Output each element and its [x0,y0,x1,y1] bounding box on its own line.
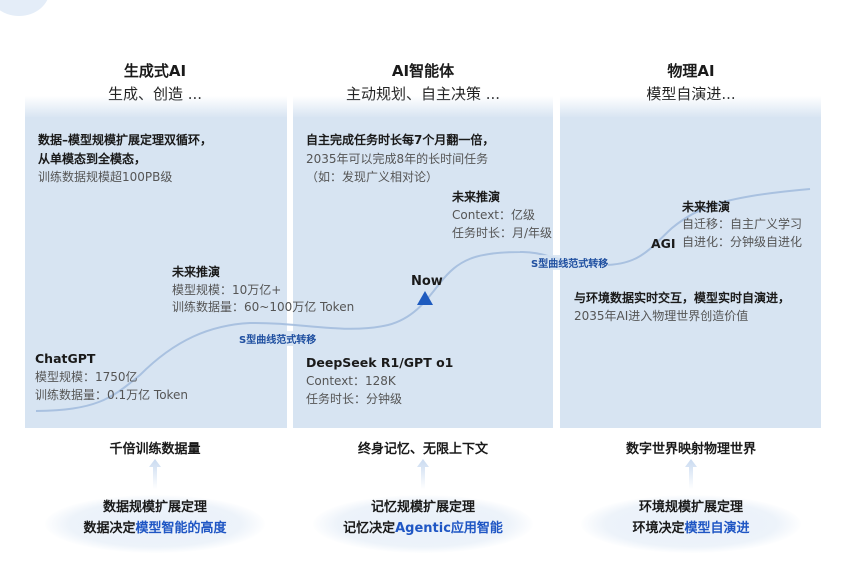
panel-fade [293,96,553,118]
scaling-law-data: 数据规模扩展定理 数据决定模型智能的高度 [20,497,290,539]
up-arrow-icon [149,459,161,489]
law-title: 环境规模扩展定理 [638,500,743,515]
milestone-line: 模型规模：1750亿 [35,370,138,384]
up-arrow-icon [685,459,697,489]
now-marker-icon [417,291,433,305]
s-curve-line [35,188,811,412]
panel-physical [560,117,821,428]
now-label: Now [411,274,443,289]
milestone-title: DeepSeek R1/GPT o1 [306,355,454,370]
panel-agent [293,117,553,428]
forecast-line: Context：亿级 [452,208,536,222]
forecast-line: 任务时长：月/年级 [452,226,553,240]
scaling-law-memory: 记忆规模扩展定理 记忆决定Agentic应用智能 [288,497,558,539]
transition-label: S型曲线范式转移 [239,331,317,346]
panel-fade [560,96,821,118]
milestone-line: 任务时长：分钟级 [306,392,403,406]
column-title: AI智能体 [391,62,455,80]
law-highlight: Agentic应用智能 [395,521,503,536]
law-prefix: 记忆决定 [343,521,396,536]
detail-line: （如：发现广义相对论） [306,170,439,184]
detail-line: 2035年可以完成8年的长时间任务 [306,152,489,166]
agi-label: AGI [651,236,676,251]
law-oval-bg [581,495,801,553]
column-footer: 千倍训练数据量 [109,442,201,457]
law-highlight: 模型自演进 [684,521,750,536]
milestone-line: Context：128K [306,374,396,388]
law-statement: 记忆决定Agentic应用智能 [288,518,558,539]
law-prefix: 数据决定 [83,521,136,536]
law-title: 数据规模扩展定理 [102,500,207,515]
law-highlight: 模型智能的高度 [135,521,227,536]
column-footer: 数字世界映射物理世界 [625,442,756,457]
law-statement: 数据决定模型智能的高度 [20,518,290,539]
headline-line: 从单模态到全模态， [38,152,147,166]
column-title: 物理AI [667,62,715,80]
forecast-title: 未来推演 [452,190,501,204]
forecast-line: 自迁移：自主广义学习 [682,217,803,231]
forecast-title: 未来推演 [682,200,731,214]
law-oval-bg [313,495,533,553]
detail-text: 2035年AI进入物理世界创造价值 [574,309,749,323]
law-statement: 环境决定模型自演进 [556,518,826,539]
scaling-law-environment: 环境规模扩展定理 环境决定模型自演进 [556,497,826,539]
panel-fade [25,96,287,118]
transition-label: S型曲线范式转移 [531,255,609,270]
forecast-line: 训练数据量：60~100万亿 Token [172,300,355,314]
law-title: 记忆规模扩展定理 [370,500,475,515]
milestone-line: 训练数据量：0.1万亿 Token [35,388,189,402]
law-prefix: 环境决定 [632,521,685,536]
forecast-line: 模型规模：10万亿+ [172,283,282,297]
column-footer: 终身记忆、无限上下文 [357,442,488,457]
headline-line: 与环境数据实时交互，模型实时自演进， [574,291,791,305]
up-arrow-icon [417,459,429,489]
forecast-line: 自进化：分钟级自进化 [682,235,803,249]
column-title: 生成式AI [123,62,187,80]
headline-line: 自主完成任务时长每7个月翻一倍， [306,133,495,147]
panel-generative [25,117,287,428]
forecast-title: 未来推演 [172,265,221,279]
milestone-title: ChatGPT [35,351,96,366]
law-oval-bg [45,495,265,553]
detail-text: 训练数据规模超100PB级 [38,170,173,184]
headline-line: 数据–模型规模扩展定理双循环， [38,133,213,147]
